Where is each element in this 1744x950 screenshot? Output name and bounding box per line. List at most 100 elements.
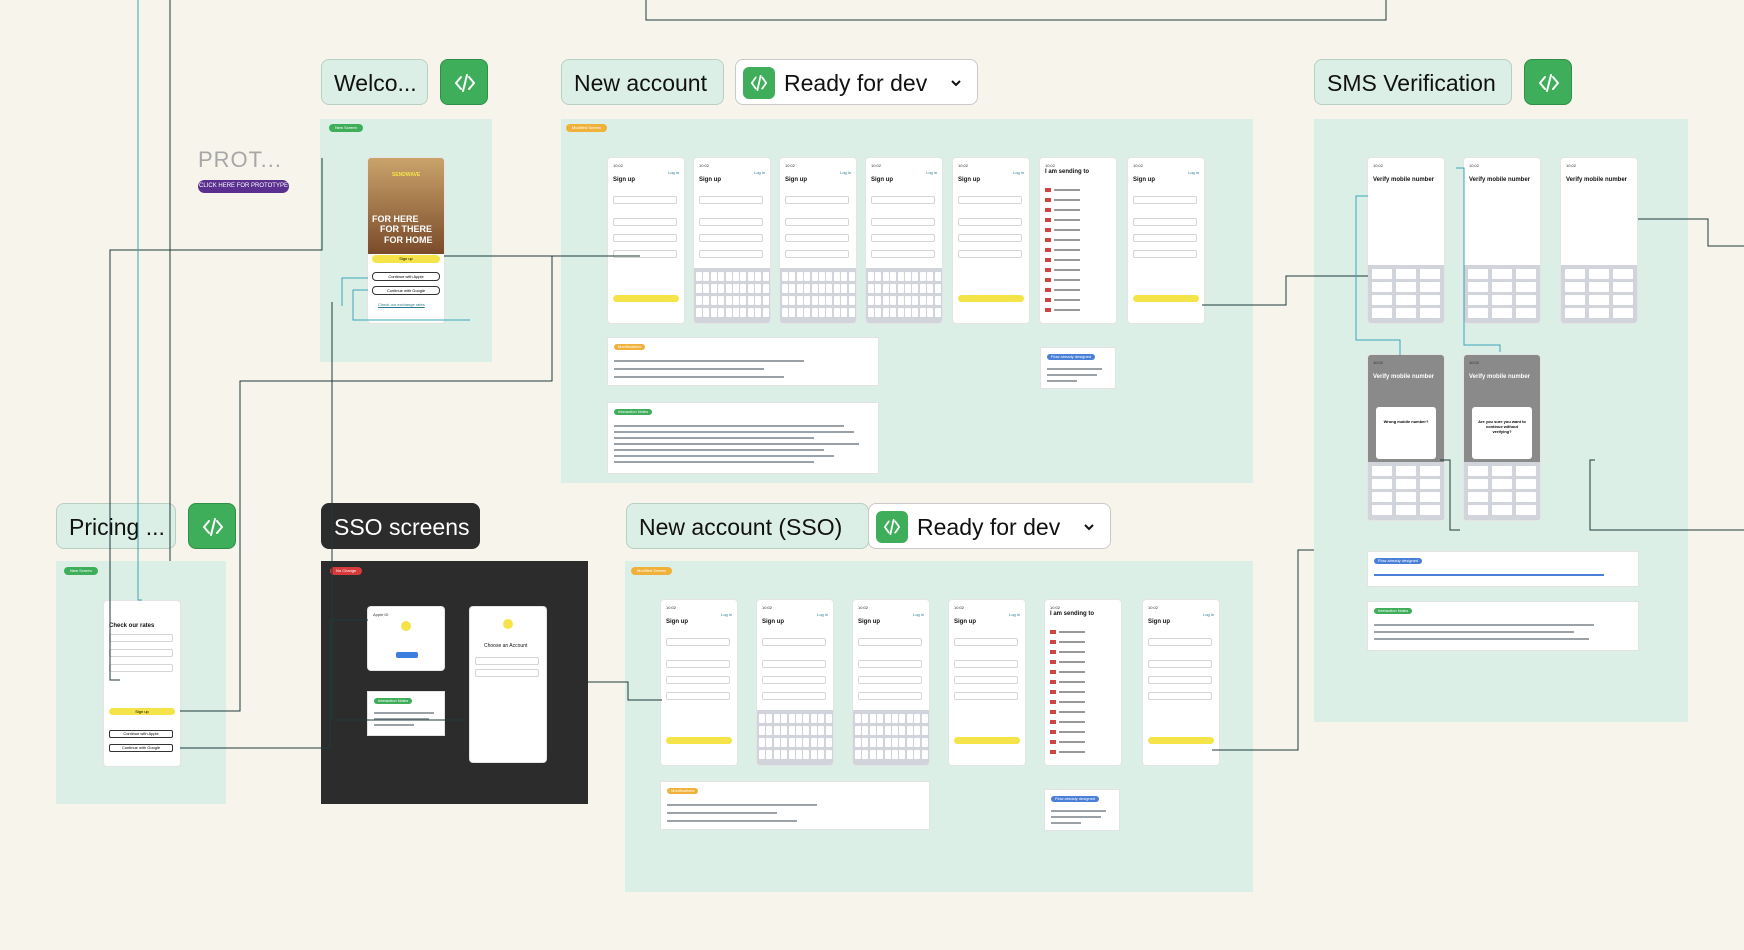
phone-field[interactable] (666, 676, 730, 684)
country-row[interactable] (1050, 730, 1056, 734)
phone-field[interactable] (762, 676, 826, 684)
number-pad[interactable] (1464, 265, 1540, 323)
country-row[interactable] (1050, 660, 1056, 664)
keyboard[interactable] (780, 268, 856, 323)
phone-field[interactable] (699, 234, 763, 242)
pricing-section-title[interactable]: Pricing ... (56, 503, 176, 549)
phone-field[interactable] (785, 234, 849, 242)
sign-up-button[interactable]: Sign up (109, 708, 175, 715)
log-in-link[interactable]: Log in (840, 170, 851, 175)
country-row[interactable] (1045, 228, 1051, 232)
email-field[interactable] (958, 218, 1022, 226)
welcome-dev-mode-button[interactable] (440, 59, 488, 105)
phone-field[interactable] (958, 234, 1022, 242)
full-name-field[interactable] (613, 196, 677, 204)
sending-to-select[interactable] (699, 250, 763, 258)
sms-section-title[interactable]: SMS Verification (1314, 59, 1512, 105)
country-row[interactable] (1050, 690, 1056, 694)
log-in-link[interactable]: Log in (926, 170, 937, 175)
sending-to-select[interactable] (858, 692, 922, 700)
country-row[interactable] (1045, 218, 1051, 222)
country-row[interactable] (1045, 298, 1051, 302)
full-name-field[interactable] (699, 196, 763, 204)
phone-field[interactable] (858, 676, 922, 684)
email-field[interactable] (785, 218, 849, 226)
continue-with-google-button[interactable]: Continue with Google (109, 744, 173, 752)
country-row[interactable] (1050, 740, 1056, 744)
email-field[interactable] (858, 660, 922, 668)
country-row[interactable] (1045, 258, 1051, 262)
new-account-ready-for-dev-dropdown[interactable]: Ready for dev (735, 59, 978, 105)
continue-button[interactable] (396, 652, 418, 658)
number-pad[interactable] (1464, 462, 1540, 520)
prototype-link-button[interactable]: CLICK HERE FOR PROTOTYPE (198, 180, 289, 193)
sending-to-select[interactable] (1133, 250, 1197, 258)
sending-to-select[interactable] (871, 250, 935, 258)
full-name-field[interactable] (871, 196, 935, 204)
phone-field[interactable] (1133, 234, 1197, 242)
sso-section-title[interactable]: SSO screens (321, 503, 480, 549)
country-row[interactable] (1050, 710, 1056, 714)
full-name-field[interactable] (1133, 196, 1197, 204)
pricing-screen-frame[interactable]: Check our rates Sign up Continue with Ap… (104, 601, 180, 766)
sign-up-button[interactable] (1133, 295, 1199, 302)
country-row[interactable] (1050, 700, 1056, 704)
log-in-link[interactable]: Log in (721, 612, 732, 617)
new-account-sso-section-title[interactable]: New account (SSO) (626, 503, 869, 549)
full-name-field[interactable] (785, 196, 849, 204)
new-account-section-title[interactable]: New account (561, 59, 724, 105)
country-row[interactable] (1050, 670, 1056, 674)
country-row[interactable] (1045, 308, 1051, 312)
email-field[interactable] (1148, 660, 1212, 668)
number-pad[interactable] (1368, 462, 1444, 520)
sending-to-select[interactable] (958, 250, 1022, 258)
full-name-field[interactable] (762, 638, 826, 646)
full-name-field[interactable] (954, 638, 1018, 646)
sending-to-select[interactable] (666, 692, 730, 700)
log-in-link[interactable]: Log in (817, 612, 828, 617)
phone-field[interactable] (954, 676, 1018, 684)
google-choose-account-screen[interactable]: Choose an Account (470, 607, 546, 762)
full-name-field[interactable] (858, 638, 922, 646)
sign-up-button[interactable] (1148, 737, 1214, 744)
sign-up-button[interactable] (958, 295, 1024, 302)
confirm-dialog[interactable]: Wrong mobile number? (1376, 407, 1436, 459)
log-in-link[interactable]: Log in (1188, 170, 1199, 175)
phone-field[interactable] (613, 234, 677, 242)
keyboard[interactable] (853, 710, 929, 765)
country-row[interactable] (1045, 198, 1051, 202)
apple-id-sheet[interactable]: Apple ID (368, 607, 444, 670)
sign-up-button[interactable] (613, 295, 679, 302)
country-row[interactable] (1045, 188, 1051, 192)
welcome-section-title[interactable]: Welco... (321, 59, 428, 105)
continue-with-apple-button[interactable]: Continue with Apple (372, 272, 440, 281)
sending-to-select[interactable] (1148, 692, 1212, 700)
phone-field[interactable] (1148, 676, 1212, 684)
sending-to-select[interactable] (954, 692, 1018, 700)
sending-to-select[interactable] (762, 692, 826, 700)
country-row[interactable] (1045, 288, 1051, 292)
sending-to-select[interactable] (785, 250, 849, 258)
sign-up-button[interactable]: Sign up (372, 255, 440, 263)
log-in-link[interactable]: Log in (668, 170, 679, 175)
log-in-link[interactable]: Log in (1009, 612, 1020, 617)
keyboard[interactable] (757, 710, 833, 765)
country-row[interactable] (1045, 248, 1051, 252)
country-row[interactable] (1050, 630, 1056, 634)
email-field[interactable] (871, 218, 935, 226)
country-row[interactable] (1050, 650, 1056, 654)
